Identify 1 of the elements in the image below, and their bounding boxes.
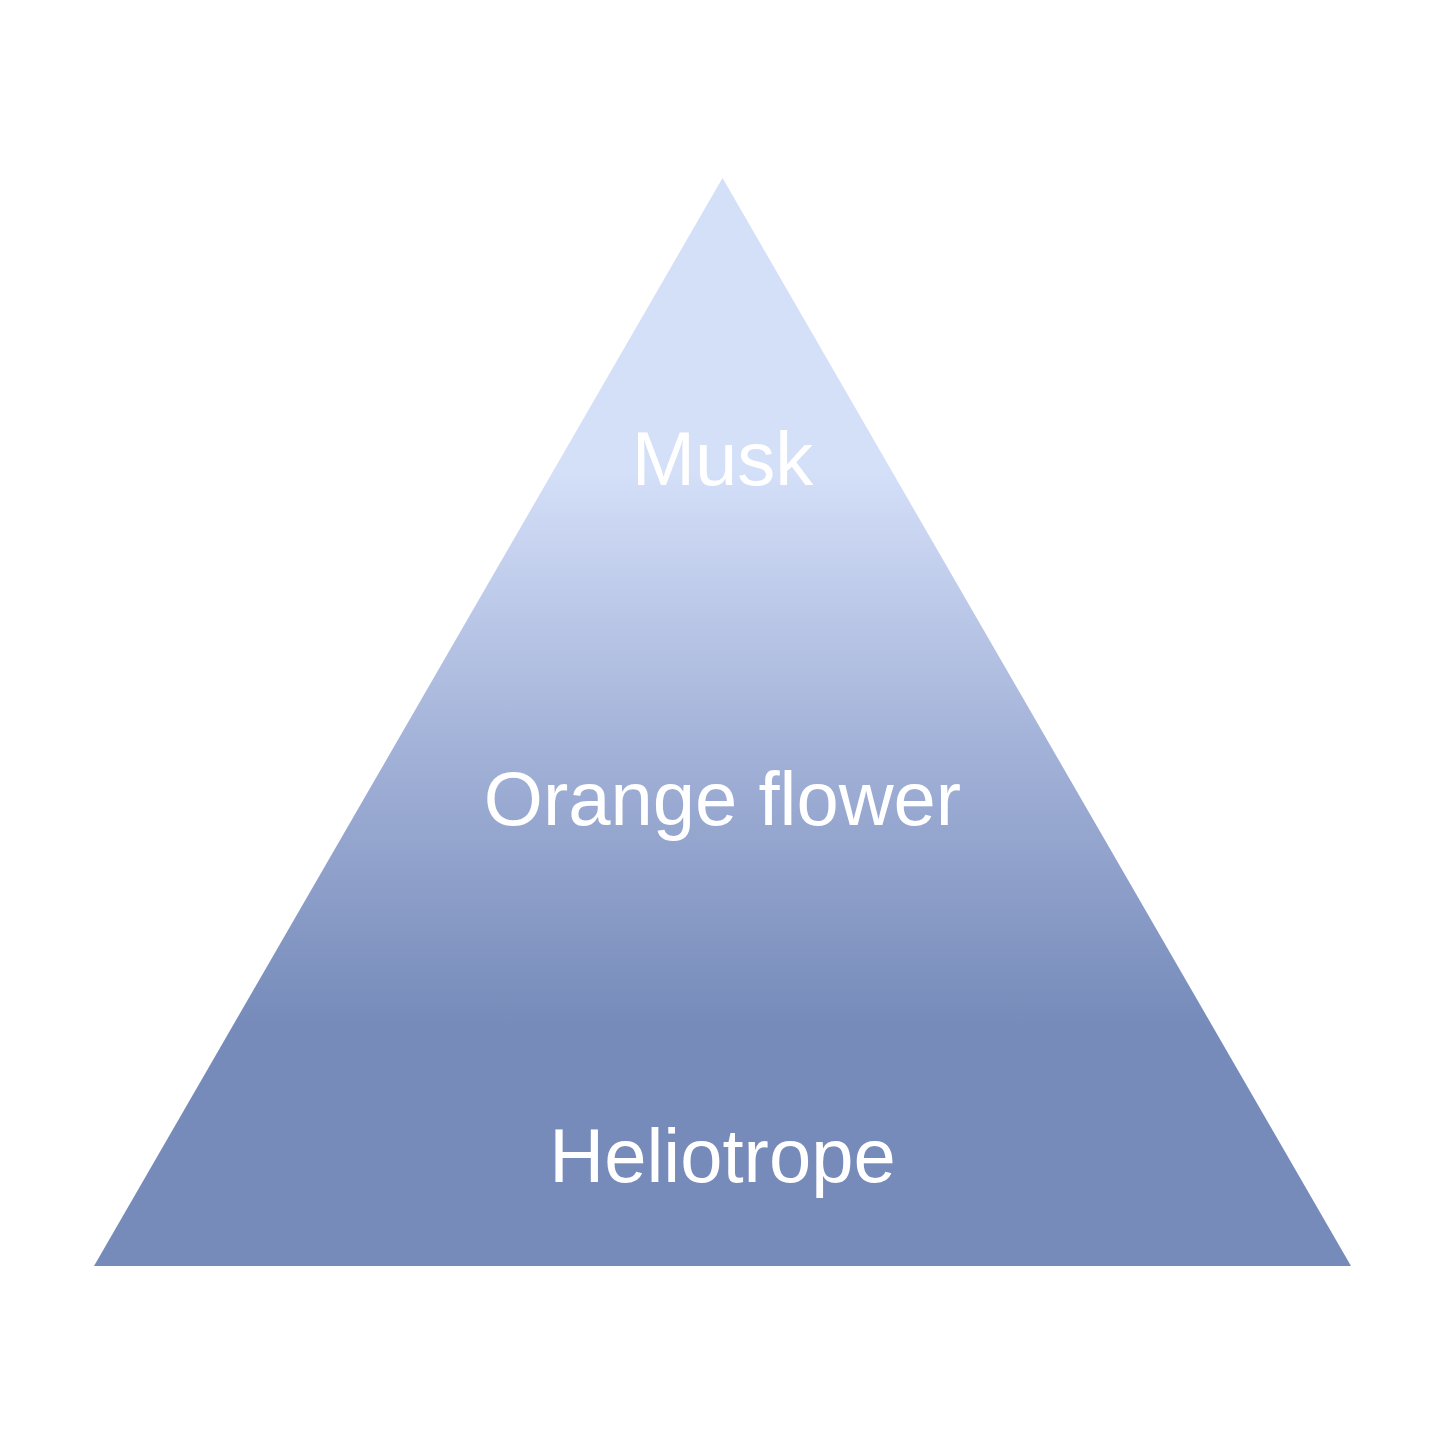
pyramid-triangle	[94, 178, 1351, 1266]
